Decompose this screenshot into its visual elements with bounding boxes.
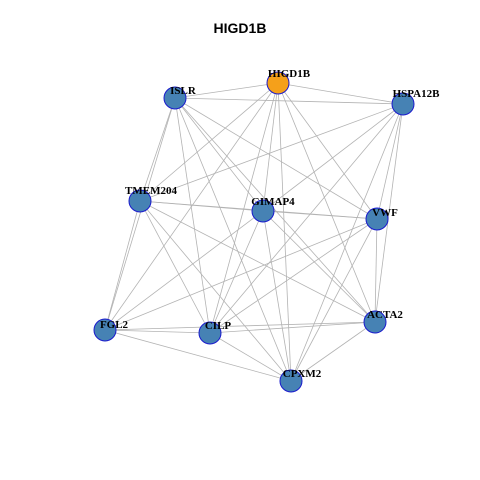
edge-hspa12b-cpxm2 <box>290 103 404 382</box>
edge-hspa12b-cilp <box>209 103 404 334</box>
edge-higd1b-gimap4 <box>262 82 279 212</box>
edge-gimap4-cpxm2 <box>262 210 292 382</box>
edge-vwf-cpxm2 <box>290 218 378 382</box>
node-cpxm2[interactable] <box>279 369 303 393</box>
edge-higd1b-vwf <box>277 82 378 220</box>
edge-islr-tmem204 <box>139 97 176 202</box>
edge-fgl2-cpxm2 <box>104 329 292 382</box>
node-label-hspa12b: HSPA12B <box>393 88 441 100</box>
node-label-higd1b: HIGD1B <box>268 68 311 80</box>
edge-islr-acta2 <box>174 97 376 323</box>
edge-higd1b-cilp <box>209 82 279 334</box>
edge-layer <box>104 82 404 382</box>
edge-higd1b-islr <box>174 82 279 99</box>
edge-islr-hspa12b <box>174 97 404 105</box>
edge-tmem204-fgl2 <box>104 200 141 331</box>
edge-cilp-cpxm2 <box>209 332 292 382</box>
node-higd1b[interactable] <box>266 71 290 95</box>
edge-islr-cpxm2 <box>174 97 292 382</box>
edge-tmem204-cilp <box>139 200 211 334</box>
node-acta2[interactable] <box>363 310 387 334</box>
edge-fgl2-cilp <box>104 329 211 334</box>
plot-title: HIGD1B <box>213 20 267 36</box>
edge-tmem204-acta2 <box>139 200 376 323</box>
node-vwf[interactable] <box>365 207 389 231</box>
edge-gimap4-fgl2 <box>104 210 264 331</box>
edge-tmem204-cpxm2 <box>139 200 292 382</box>
edge-hspa12b-gimap4 <box>262 103 404 212</box>
edge-islr-fgl2 <box>104 97 176 331</box>
edge-vwf-cilp <box>209 218 378 334</box>
node-label-tmem204: TMEM204 <box>125 185 177 197</box>
node-label-cpxm2: CPXM2 <box>283 368 322 380</box>
edge-gimap4-acta2 <box>262 210 376 323</box>
edge-islr-cilp <box>174 97 211 334</box>
edge-cilp-acta2 <box>209 321 376 334</box>
edge-hspa12b-vwf <box>376 103 404 220</box>
edge-vwf-acta2 <box>374 218 378 323</box>
node-label-vwf: VWF <box>372 207 398 219</box>
edge-gimap4-vwf <box>262 210 378 220</box>
edge-hspa12b-tmem204 <box>139 103 404 202</box>
node-islr[interactable] <box>163 86 187 110</box>
node-cilp[interactable] <box>198 321 222 345</box>
edge-higd1b-hspa12b <box>277 82 404 105</box>
node-label-acta2: ACTA2 <box>367 309 403 321</box>
node-label-islr: ISLR <box>170 85 197 97</box>
edge-vwf-fgl2 <box>104 218 378 331</box>
edge-hspa12b-acta2 <box>374 103 404 323</box>
node-label-gimap4: GIMAP4 <box>251 196 295 208</box>
node-layer <box>93 71 415 393</box>
edge-islr-gimap4 <box>174 97 264 212</box>
node-label-cilp: CILP <box>205 320 232 332</box>
edge-islr-vwf <box>174 97 378 220</box>
node-hspa12b[interactable] <box>391 92 415 116</box>
edge-fgl2-acta2 <box>104 321 376 331</box>
edge-acta2-cpxm2 <box>290 321 376 382</box>
node-tmem204[interactable] <box>128 189 152 213</box>
node-fgl2[interactable] <box>93 318 117 342</box>
node-label-fgl2: FGL2 <box>100 319 129 331</box>
edge-gimap4-cilp <box>209 210 264 334</box>
node-gimap4[interactable] <box>251 199 275 223</box>
edge-higd1b-acta2 <box>277 82 376 323</box>
